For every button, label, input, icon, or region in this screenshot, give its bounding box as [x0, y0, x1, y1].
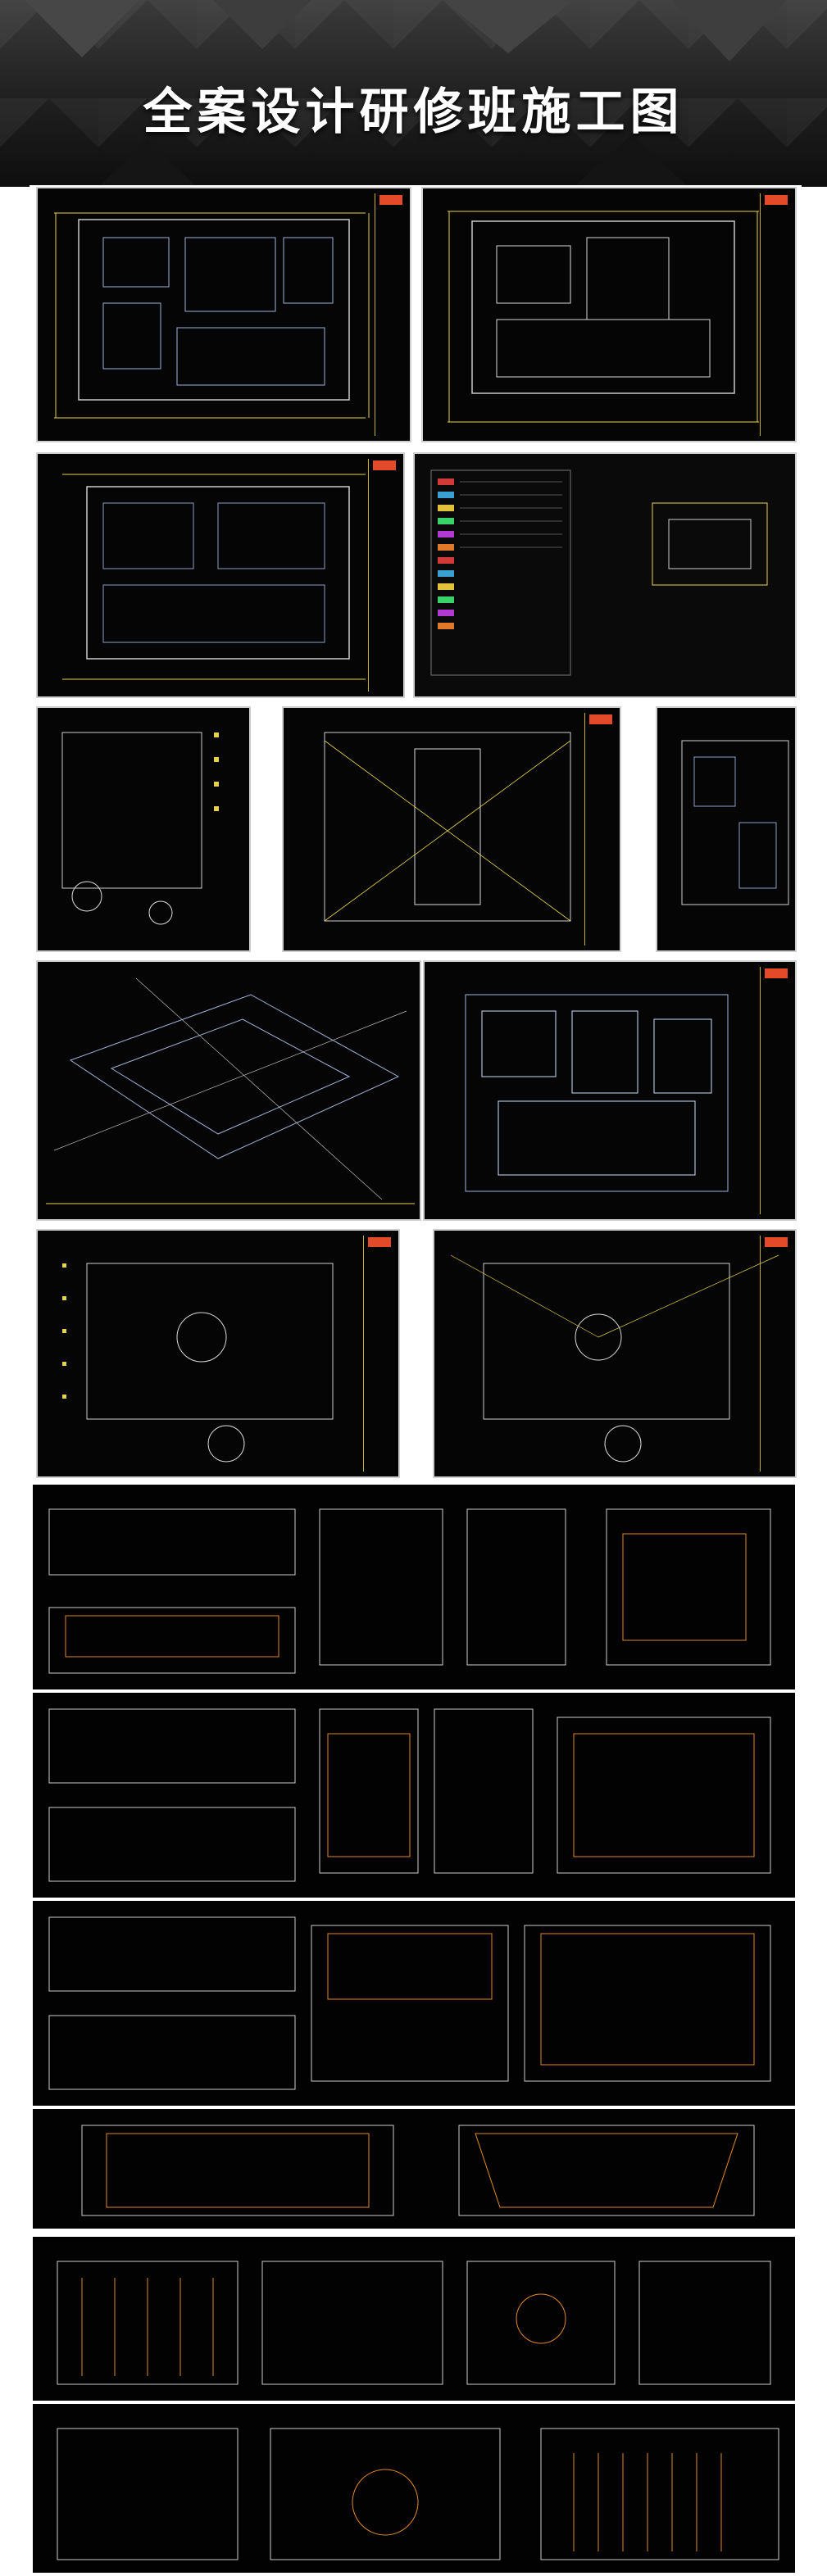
floor-plan-drawing [465, 994, 729, 1192]
banner-pattern [25, 0, 139, 57]
drawing-sheet-axonometric-view [36, 960, 421, 1221]
socket-plan-drawing [450, 1254, 779, 1463]
banner-pattern [574, 135, 688, 187]
floor-plan-drawing [681, 740, 789, 905]
lighting-plan-drawing [62, 1263, 334, 1463]
elevation-drawings [48, 1508, 771, 1674]
banner-pattern [672, 0, 787, 61]
drawing-sheet-detailed-plan [423, 960, 797, 1221]
banner-pattern [443, 0, 574, 53]
drawing-sheet-ceiling-plan [282, 706, 621, 952]
elevation-sheet-group [33, 1693, 795, 1898]
drawing-sheet-floor-plan-original [36, 187, 411, 442]
elevation-drawings [57, 2428, 779, 2560]
page-title: 全案设计研修班施工图 [143, 84, 684, 141]
elevation-sheet-group [33, 1901, 795, 2106]
floor-plan-drawing [448, 211, 759, 423]
elevation-sheet-group [33, 2109, 795, 2229]
floor-plan-drawing [61, 732, 219, 925]
axonometric-drawing [46, 977, 415, 1204]
drawing-sheet-partial-plan [656, 706, 797, 952]
drawing-sheet-lighting-plan [36, 1229, 400, 1478]
elevation-drawings [48, 1916, 771, 2090]
elevation-drawings [57, 2261, 771, 2385]
elevation-sheet-group [33, 2404, 795, 2573]
elevation-sheet-group [33, 2237, 795, 2401]
elevation-drawings [48, 1708, 771, 1882]
banner-pattern [98, 139, 197, 187]
drawing-sheet-socket-plan [433, 1229, 797, 1478]
drawing-sheet-floor-plan-demolition [36, 452, 405, 698]
title-banner: 全案设计研修班施工图 [0, 0, 827, 187]
floor-plan-drawing [62, 474, 366, 680]
legend-drawing [430, 469, 768, 676]
drawing-sheet-furniture-layout [36, 706, 251, 952]
drawing-sheet-material-legend [413, 452, 797, 698]
elevation-drawings [81, 2125, 755, 2216]
ceiling-plan-drawing [324, 732, 571, 922]
banner-pattern [213, 0, 311, 49]
drawing-sheet-floor-plan-walls [421, 187, 797, 442]
elevation-sheet-group [33, 1485, 795, 1689]
floor-plan-drawing [54, 212, 370, 419]
